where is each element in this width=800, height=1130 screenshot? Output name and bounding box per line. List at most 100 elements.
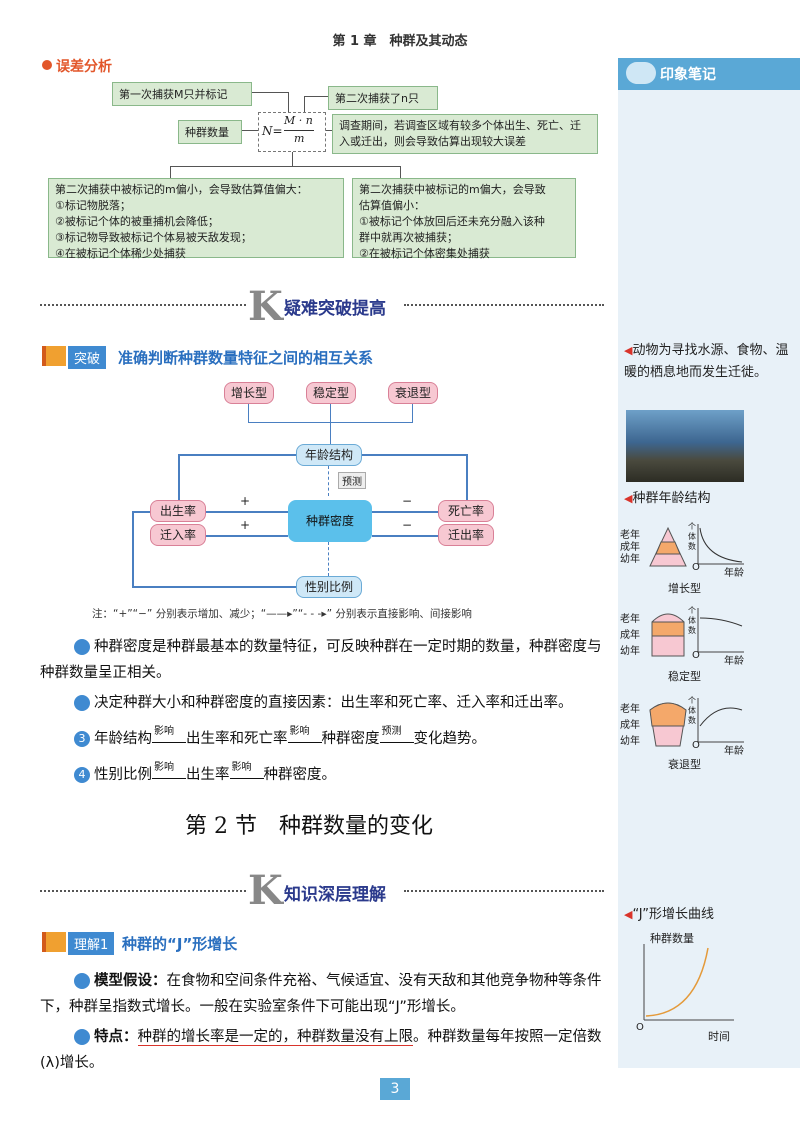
arrow-line: 影响	[229, 762, 264, 779]
age-label: 幼年	[620, 646, 640, 657]
migration-text: 动物为寻找水源、食物、温暖的栖息地而发生迁徙。	[624, 343, 789, 380]
y-axis-label: 个体数	[688, 696, 696, 725]
j-x-label: 时间	[708, 1030, 730, 1043]
number-badge: 2	[74, 695, 115, 711]
divider	[40, 890, 246, 892]
x-axis-label: 年龄	[724, 656, 744, 667]
age-label: 成年	[620, 720, 640, 731]
arrow-line	[206, 535, 288, 537]
immigration-rate-box: 迁入率	[150, 524, 206, 546]
box-line: ④在被标记个体稀少处捕获	[55, 246, 186, 260]
age-labels: 老年成年幼年	[620, 530, 640, 566]
number-badge: 1	[74, 639, 115, 655]
origin-label: O	[692, 650, 700, 661]
arrow-label: 影响	[154, 726, 174, 737]
age-labels: 老年成年幼年	[620, 612, 640, 660]
dashed-arrow	[328, 542, 329, 576]
age-title-text: 种群年龄结构	[632, 491, 711, 506]
page-number: 3	[380, 1078, 410, 1100]
triangle-icon: ◀	[624, 908, 633, 921]
point-2: 2决定种群大小和种群密度的直接因素：出生率和死亡率、迁入率和迁出率。	[40, 690, 612, 716]
y-axis-label: 个体数	[688, 522, 696, 551]
underestimate-box: 第二次捕获中被标记的m偏小，会导致估算值偏大： ①标记物脱落； ②被标记个体的被…	[48, 178, 344, 260]
arrow-line	[372, 535, 438, 537]
stable-caption: 稳定型	[668, 670, 701, 683]
connector-line	[362, 454, 468, 456]
number-badge: 1	[74, 973, 115, 989]
x-axis-label: 年龄	[724, 568, 744, 579]
population-density-box: 种群密度	[288, 500, 372, 542]
y-axis-label: 个体数	[688, 606, 696, 635]
second-capture-box: 第二次捕获了n只	[328, 86, 438, 110]
divider	[404, 304, 604, 306]
origin-label: O	[692, 562, 700, 573]
connector-line	[288, 92, 289, 112]
section-title: 第 2 节 种群数量的变化	[185, 814, 433, 839]
box-line: ③标记物导致被标记个体易被天敌发现；	[55, 230, 252, 244]
model-label: 模型假设：	[94, 973, 167, 989]
chapter-header: 第 1 章 种群及其动态	[332, 34, 468, 49]
age-structure-box: 年龄结构	[296, 444, 362, 466]
origin-label: O	[636, 1022, 644, 1033]
arrow-line	[206, 511, 288, 513]
j-curve-title: ◀“J”形增长曲线	[624, 904, 714, 926]
age-label: 幼年	[620, 736, 640, 747]
age-label: 幼年	[620, 554, 640, 565]
arrow-line: 预测	[379, 726, 414, 743]
j-y-label: 种群数量	[650, 932, 694, 945]
plus-sign: +	[240, 518, 251, 532]
connector-line	[132, 511, 150, 513]
growth-pyramid	[649, 526, 687, 567]
box-line: ①被标记个体放回后还未充分融入该种	[359, 214, 545, 228]
survey-note-box: 调查期间，若调查区域有较多个体出生、死亡、迁入或迁出，则会导致估算出现较大误差	[332, 114, 598, 154]
formula-n: N=	[262, 124, 283, 138]
arrow-line	[372, 511, 438, 513]
box-line: 第二次捕获中被标记的m偏大，会导致	[359, 183, 546, 196]
j-curve-plot	[643, 944, 734, 1021]
point-text: 决定种群大小和种群密度的直接因素：出生率和死亡率、迁入率和迁出率。	[94, 695, 573, 711]
age-label: 成年	[620, 542, 640, 553]
age-labels: 老年成年幼年	[620, 702, 640, 750]
box-line: 第二次捕获中被标记的m偏小，会导致估算值偏大：	[55, 183, 308, 196]
decline-caption: 衰退型	[668, 758, 701, 771]
connector-line	[170, 166, 171, 178]
divider	[404, 890, 604, 892]
formula-denominator: m	[294, 132, 305, 145]
fraction-bar	[284, 130, 314, 131]
number-badge: 2	[74, 1029, 115, 1045]
formula-numerator: M · n	[284, 114, 313, 127]
migration-photo	[626, 410, 744, 482]
book-icon	[42, 932, 66, 952]
banner-title: 疑难突破提高	[284, 299, 386, 319]
connector-line	[132, 586, 296, 588]
x-axis-label: 年龄	[724, 746, 744, 757]
connector-line	[242, 130, 258, 131]
connector-line	[132, 511, 134, 587]
connector-line	[170, 166, 400, 167]
dashed-arrow	[328, 466, 329, 496]
growth-type-box: 增长型	[224, 382, 274, 404]
point-text: 年龄结构	[94, 731, 152, 747]
feature-underlined: 种群的增长率是一定的，种群数量没有上限	[137, 1029, 413, 1046]
model-text: 在食物和空间条件充裕、气候适宜、没有天敌和其他竞争物种等条件下，种群呈指数式增长…	[40, 973, 602, 1015]
model-assumption: 1模型假设：在食物和空间条件充裕、气候适宜、没有天敌和其他竞争物种等条件下，种群…	[40, 968, 612, 1020]
plus-sign: +	[240, 494, 251, 508]
point-text: 变化趋势。	[413, 731, 487, 747]
number-badge: 3	[74, 731, 90, 747]
connector-line	[412, 404, 413, 422]
connector-line	[292, 152, 293, 166]
arrow-line: 影响	[152, 726, 186, 743]
age-label: 老年	[620, 530, 640, 541]
triangle-icon: ◀	[624, 492, 633, 505]
death-rate-box: 死亡率	[438, 500, 494, 522]
point-text: 种群密度	[321, 731, 380, 747]
decline-type-box: 衰退型	[388, 382, 438, 404]
book-icon	[42, 346, 66, 366]
connector-line	[178, 454, 180, 500]
first-capture-box: 第一次捕获M只并标记	[112, 82, 252, 106]
connector-line	[252, 92, 288, 93]
k-logo-icon: K	[248, 283, 283, 330]
connector-line	[466, 454, 468, 500]
